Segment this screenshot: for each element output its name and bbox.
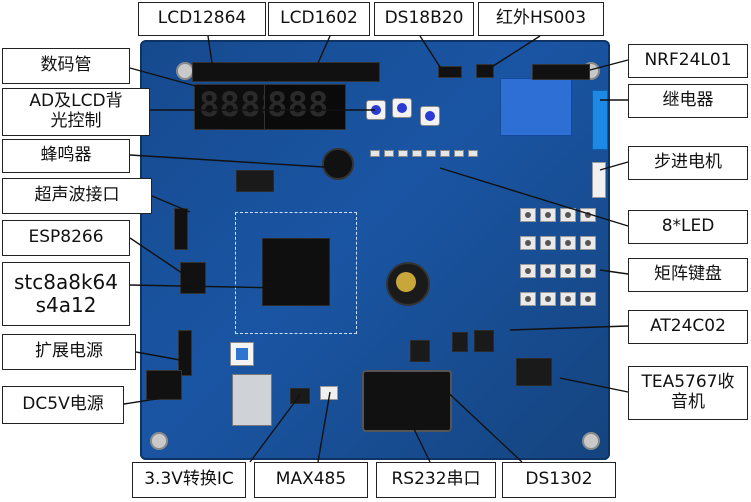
led — [398, 150, 408, 157]
ic-chip — [236, 170, 274, 192]
led — [454, 150, 464, 157]
key — [540, 292, 556, 306]
power-ext-header — [178, 330, 192, 376]
stepper-connector — [592, 162, 606, 198]
label-keypad: 矩阵键盘 — [628, 258, 748, 292]
label-ldo33: 3.3V转换IC — [132, 462, 246, 498]
key — [540, 264, 556, 278]
label-lcd1602: LCD1602 — [268, 2, 370, 36]
key — [560, 236, 576, 250]
mount-hole — [582, 432, 600, 450]
label-buzzer: 蜂鸣器 — [2, 139, 130, 173]
mcu-outline — [235, 212, 357, 334]
mount-hole — [150, 432, 168, 450]
label-digit-tube: 数码管 — [2, 48, 130, 84]
label-at24c02: AT24C02 — [628, 310, 748, 344]
label-max485: MAX485 — [254, 462, 368, 498]
power-switch — [230, 342, 254, 366]
led — [412, 150, 422, 157]
key — [540, 208, 556, 222]
key — [580, 264, 596, 278]
led — [440, 150, 450, 157]
terminal-block — [592, 90, 608, 150]
ic-chip — [410, 340, 430, 362]
key — [580, 236, 596, 250]
label-ultrasonic: 超声波接口 — [2, 178, 152, 214]
seven-segment-display-2: 888 — [264, 84, 346, 130]
label-tea5767: TEA5767收 音机 — [628, 366, 748, 420]
key — [520, 236, 536, 250]
potentiometer — [366, 100, 386, 120]
key — [560, 264, 576, 278]
esp8266-header — [180, 262, 206, 294]
tea5767-module — [516, 358, 552, 386]
label-nrf24l01: NRF24L01 — [628, 44, 748, 78]
key — [520, 208, 536, 222]
key — [520, 264, 536, 278]
label-stepper: 步进电机 — [628, 146, 748, 180]
label-rs232: RS232串口 — [376, 462, 496, 498]
label-mcu: stc8a8k64 s4a12 — [2, 262, 130, 326]
potentiometer — [392, 98, 412, 118]
label-relay: 继电器 — [628, 84, 748, 118]
dc-jack — [146, 370, 182, 400]
label-ds1302: DS1302 — [502, 462, 616, 498]
mcu-chip — [262, 238, 330, 306]
key — [520, 292, 536, 306]
key — [560, 208, 576, 222]
ds1302-chip — [452, 332, 468, 352]
label-dc5v: DC5V电源 — [2, 386, 124, 424]
key — [560, 292, 576, 306]
key — [580, 292, 596, 306]
hs003-socket — [476, 64, 494, 78]
label-power-ext: 扩展电源 — [2, 334, 136, 370]
db9-connector — [362, 370, 452, 432]
led — [370, 150, 380, 157]
label-lcd12864: LCD12864 — [138, 2, 266, 36]
at24c02-chip — [474, 330, 494, 352]
lcd-header — [192, 62, 380, 82]
led — [384, 150, 394, 157]
buzzer-component — [322, 148, 354, 180]
nrf-header — [532, 64, 590, 80]
led — [426, 150, 436, 157]
coin-cell-holder — [386, 262, 430, 306]
label-ds18b20: DS18B20 — [374, 2, 474, 36]
label-hs003: 红外HS003 — [478, 2, 604, 36]
key — [540, 236, 556, 250]
label-8led: 8*LED — [628, 210, 748, 244]
potentiometer — [420, 106, 440, 126]
ds18b20-socket — [438, 66, 462, 78]
usb-connector — [232, 374, 272, 426]
label-ad-lcd: AD及LCD背 光控制 — [2, 88, 150, 136]
led — [468, 150, 478, 157]
label-esp8266: ESP8266 — [2, 220, 130, 256]
key — [580, 208, 596, 222]
